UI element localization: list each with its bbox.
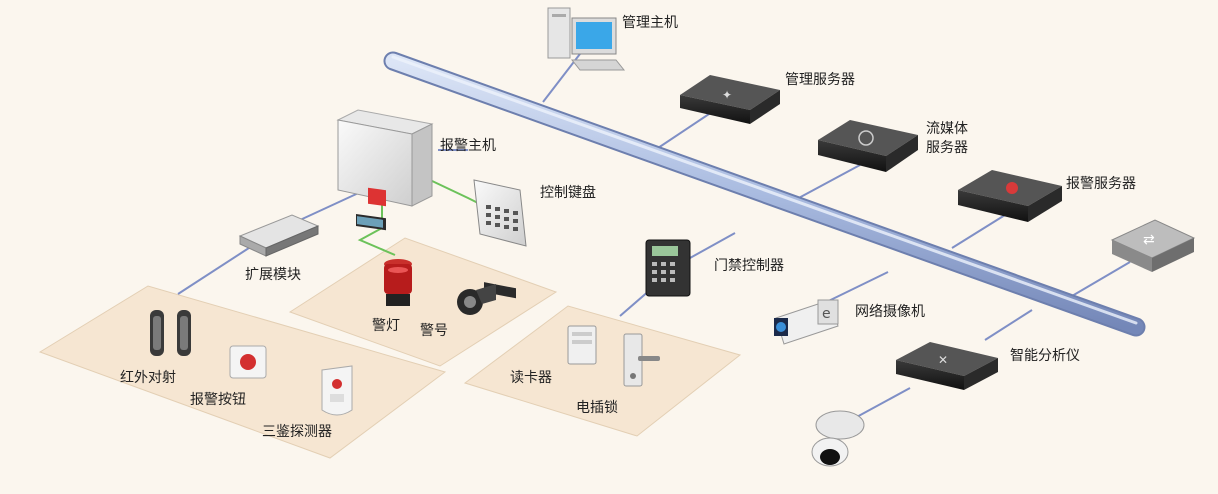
- label-streaming-server-line1: 流媒体: [926, 121, 968, 137]
- network-camera-icon: e: [774, 299, 839, 345]
- label-network-camera: 网络摄像机: [855, 304, 925, 320]
- control-keyboard-icon: [473, 179, 527, 299]
- alarm-host-icon: [336, 109, 434, 231]
- label-management-server: 管理服务器: [785, 72, 855, 88]
- link-alarm-output: [357, 205, 396, 256]
- label-alarm-button: 报警按钮: [190, 392, 246, 408]
- access-controller-icon: [645, 239, 691, 297]
- dome-camera-icon: [811, 410, 865, 467]
- link-expansion-module: [299, 189, 366, 221]
- triple-detector-icon: [321, 365, 353, 416]
- link-sensor-zone: [177, 245, 253, 295]
- management-server-icon: ✦: [680, 75, 780, 124]
- svg-text:⇄: ⇄: [1143, 232, 1155, 248]
- label-expansion-module: 扩展模块: [245, 267, 301, 283]
- management-host-icon: [547, 7, 626, 71]
- label-alarm-host: 报警主机: [440, 138, 496, 154]
- alarm-output-zone: [288, 237, 558, 367]
- alarm-light-icon: [384, 259, 412, 306]
- alarm-horn-icon: [457, 284, 496, 315]
- network-switch-icon: ⇄: [1110, 219, 1196, 272]
- link-management-server: [657, 109, 716, 149]
- label-control-keyboard: 控制键盘: [540, 184, 596, 201]
- label-alarm-server: 报警服务器: [1066, 176, 1136, 192]
- label-infrared-beam: 红外对射: [120, 370, 176, 386]
- svg-text:✕: ✕: [938, 353, 948, 367]
- label-triple-detector: 三鉴探测器: [262, 424, 332, 440]
- alarm-button-icon: [229, 345, 267, 379]
- infrared-beam-icon: [150, 310, 191, 356]
- label-access-controller: 门禁控制器: [714, 258, 784, 274]
- label-management-host: 管理主机: [622, 15, 678, 31]
- label-alarm-light: 警灯: [372, 318, 400, 334]
- link-management-host: [542, 49, 584, 103]
- card-reader-icon: [567, 325, 597, 365]
- electric-lock-icon: [623, 333, 660, 387]
- label-alarm-horn: 警号: [420, 323, 448, 339]
- label-electric-lock: 电插锁: [576, 400, 618, 416]
- streaming-server-icon: [818, 120, 918, 172]
- link-switch: [1071, 261, 1131, 297]
- link-streaming-server: [794, 164, 861, 201]
- alarm-server-icon: [958, 170, 1062, 222]
- label-streaming-server-line2: 服务器: [926, 140, 968, 156]
- access-zone: [463, 305, 742, 437]
- smart-analyzer-icon: ✕: [896, 342, 998, 390]
- link-access-controller: [689, 232, 736, 259]
- link-alarm-server: [951, 214, 1006, 249]
- label-smart-analyzer: 智能分析仪: [1010, 348, 1080, 364]
- expansion-module-icon: [238, 214, 320, 257]
- link-card-reader: [619, 289, 651, 317]
- svg-text:e: e: [822, 306, 831, 322]
- svg-text:✦: ✦: [722, 88, 732, 102]
- link-smart-analyzer: [984, 309, 1033, 341]
- label-card-reader: 读卡器: [510, 369, 552, 386]
- link-control-keyboard: [429, 179, 479, 204]
